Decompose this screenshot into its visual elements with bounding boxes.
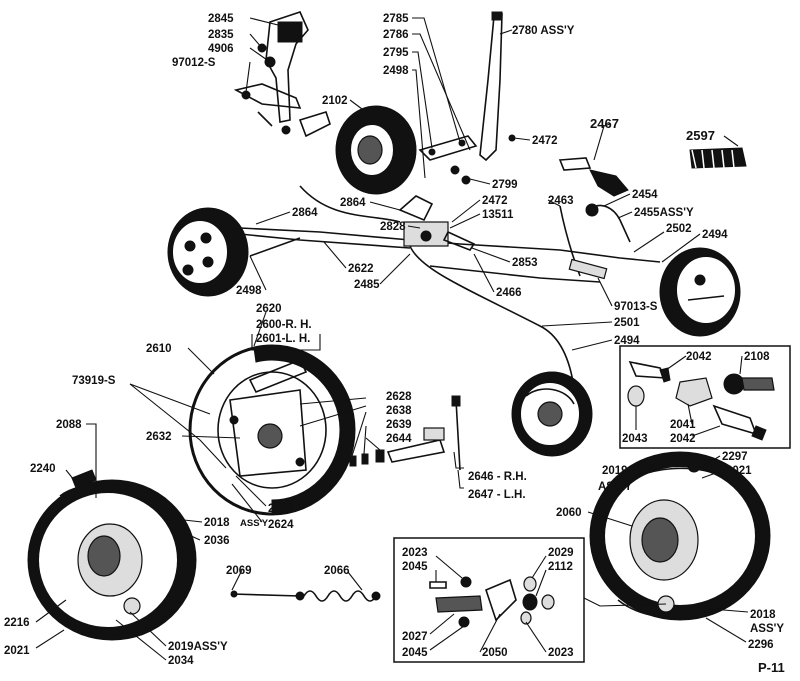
middle-backing-plate-part	[511, 371, 593, 457]
label-2828: 2828	[380, 221, 406, 233]
label-2018-right: 2018	[750, 609, 776, 621]
anchor-pin-inset	[393, 537, 585, 663]
label-4906: 4906	[208, 43, 234, 55]
brake-drum-2102-part	[335, 105, 417, 195]
label-73919-s: 73919-S	[72, 375, 116, 387]
left-front-brake-assembly-part	[27, 469, 197, 641]
brake-cable-part	[239, 185, 661, 389]
label-2021-left: 2021	[4, 645, 30, 657]
label-2019-right: 2019	[602, 465, 628, 477]
spring-bracket-part	[568, 203, 631, 280]
pedal-mount-bracket-part	[233, 11, 331, 138]
label-2018-right-assy: ASS'Y	[750, 623, 784, 635]
label-2494-mid: 2494	[614, 335, 640, 347]
label-2297: 2297	[722, 451, 748, 463]
label-97013-s: 97013-S	[614, 301, 658, 313]
label-2780-assy: 2780 ASS'Y	[512, 25, 575, 37]
label-2043: 2043	[622, 433, 648, 445]
label-2472-top: 2472	[532, 135, 558, 147]
label-2023-top: 2023	[402, 547, 428, 559]
label-2108: 2108	[744, 351, 770, 363]
label-2018-left-assy: ASS'Y	[240, 518, 269, 529]
label-2045-bottom: 2045	[402, 647, 428, 659]
label-2622: 2622	[348, 263, 374, 275]
label-2628: 2628	[386, 391, 412, 403]
label-2644: 2644	[386, 433, 412, 445]
adjusting-spring-part	[230, 590, 381, 602]
label-2864-left: 2864	[292, 207, 318, 219]
label-2463: 2463	[548, 195, 574, 207]
label-2636: 2636	[268, 503, 294, 515]
label-2835: 2835	[208, 29, 234, 41]
label-2060: 2060	[556, 507, 582, 519]
label-2023-bottom: 2023	[548, 647, 574, 659]
label-2466: 2466	[496, 287, 522, 299]
label-2600-rh: 2600-R. H.	[256, 319, 312, 331]
label-2646-rh: 2646 - R.H.	[468, 471, 527, 483]
label-2041: 2041	[670, 419, 696, 431]
adjuster-parts	[349, 395, 461, 471]
label-2620: 2620	[256, 303, 282, 315]
label-2638: 2638	[386, 405, 412, 417]
label-2069: 2069	[226, 565, 252, 577]
label-2112: 2112	[548, 561, 573, 573]
label-2785: 2785	[383, 13, 409, 25]
label-2853: 2853	[512, 257, 538, 269]
label-2610: 2610	[146, 343, 172, 355]
label-2066: 2066	[324, 565, 350, 577]
label-2498-bottom: 2498	[236, 285, 262, 297]
label-2494-top: 2494	[702, 229, 728, 241]
part-labels: 2845 2835 4906 97012-S 2785 2786 2795 24…	[4, 13, 785, 675]
label-2647-lh: 2647 - L.H.	[468, 489, 526, 501]
label-2601-lh: 2601-L. H.	[256, 333, 310, 345]
label-2296: 2296	[748, 639, 774, 651]
right-backing-plate-part	[659, 247, 741, 337]
label-2216: 2216	[4, 617, 30, 629]
page-number: P-11	[758, 660, 785, 675]
label-2845: 2845	[208, 13, 234, 25]
label-2027: 2027	[402, 631, 428, 643]
label-2042-top: 2042	[686, 351, 712, 363]
label-2467: 2467	[590, 116, 619, 131]
label-2029: 2029	[548, 547, 574, 559]
right-front-brake-assembly-part	[589, 451, 771, 621]
label-97012-s: 97012-S	[172, 57, 216, 69]
label-2042-bottom: 2042	[670, 433, 696, 445]
label-2102: 2102	[322, 95, 348, 107]
label-2498-top: 2498	[383, 65, 409, 77]
label-2799: 2799	[492, 179, 518, 191]
brake-pedal-part	[479, 11, 503, 162]
label-2597: 2597	[686, 128, 715, 143]
label-2018-left: 2018	[204, 517, 230, 529]
label-2864-mid: 2864	[340, 197, 366, 209]
hand-brake-handle-part	[508, 134, 747, 197]
label-2455-assy: 2455ASS'Y	[634, 207, 694, 219]
label-2472-mid: 2472	[482, 195, 508, 207]
label-13511: 13511	[482, 209, 514, 221]
label-2240: 2240	[30, 463, 56, 475]
label-2502: 2502	[666, 223, 692, 235]
label-2786: 2786	[383, 29, 409, 41]
equalizer-part	[398, 195, 476, 251]
large-brake-drum-part	[188, 344, 356, 516]
linkage-plate-part	[418, 135, 478, 185]
label-2639: 2639	[386, 419, 412, 431]
label-2795: 2795	[383, 47, 409, 59]
label-2021-right: 2021	[726, 465, 752, 477]
leader-lines	[35, 17, 749, 661]
label-2454: 2454	[632, 189, 658, 201]
label-2036: 2036	[204, 535, 230, 547]
label-2019-left-assy: 2019ASS'Y	[168, 641, 228, 653]
label-2624: 2624	[268, 519, 294, 531]
label-2034: 2034	[168, 655, 194, 667]
label-2088: 2088	[56, 419, 82, 431]
label-2050: 2050	[482, 647, 508, 659]
label-2485: 2485	[354, 279, 380, 291]
label-2045-top: 2045	[402, 561, 428, 573]
label-2501: 2501	[614, 317, 640, 329]
left-small-drum-part	[167, 207, 249, 297]
label-2632: 2632	[146, 431, 172, 443]
label-2019-right-assy: ASS'Y	[598, 481, 632, 493]
